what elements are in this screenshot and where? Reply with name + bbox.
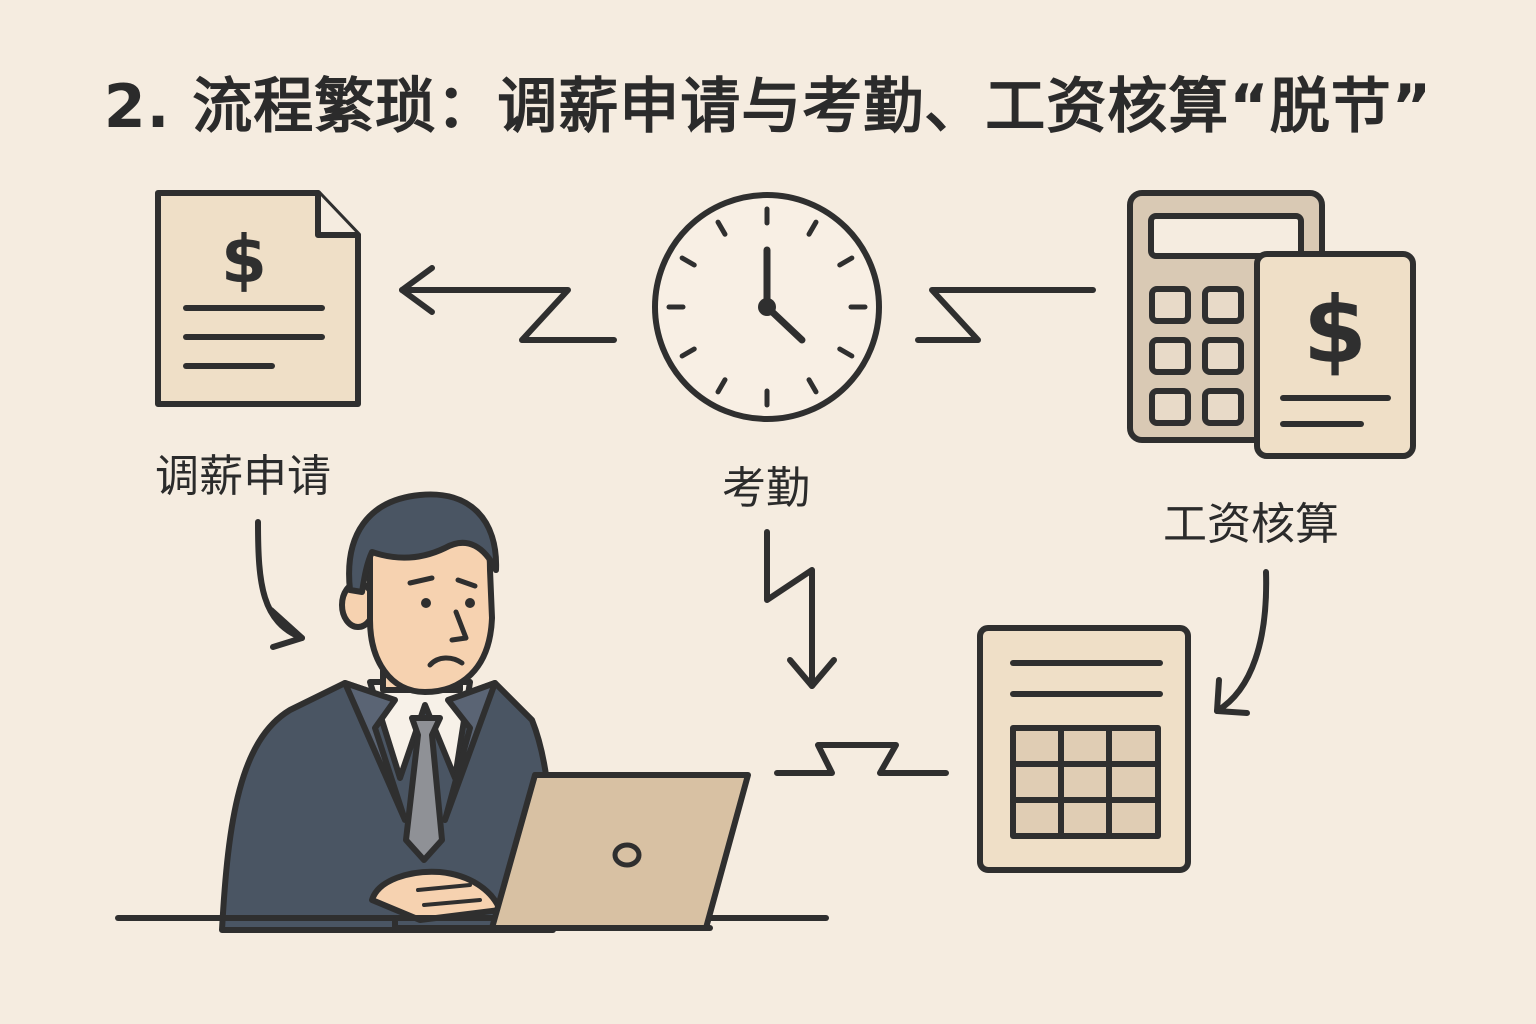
svg-text:$: $ [221,221,267,298]
clock-tick [715,377,728,395]
clock-tick [806,219,819,237]
clock-tick [806,377,819,395]
clock-tick [679,255,697,268]
page-title: 2. 流程繁琐：调薪申请与考勤、工资核算“脱节” [103,72,1433,142]
clock-tick [837,255,855,268]
arrow-payroll-to-spreadsheet [1214,569,1270,716]
label-payroll: 工资核算 [1163,499,1339,550]
clock-tick [679,346,697,359]
arrow-salary-to-employee [255,519,305,650]
calculator-payslip-icon: $ [1127,190,1416,459]
spreadsheet-icon [977,625,1191,873]
clock-tick [715,219,728,237]
svg-text:$: $ [1303,277,1367,384]
broken-arrow-attendance-to-salary [399,265,617,343]
label-salary-request: 调薪申请 [155,451,331,502]
broken-line-to-spreadsheet [774,742,949,776]
clock-tick [837,346,855,359]
broken-line-payroll-to-attendance [915,287,1096,343]
broken-arrow-attendance-down [764,529,837,689]
clock-icon [652,192,882,422]
worried-employee-laptop-icon [115,491,829,933]
label-attendance: 考勤 [722,463,810,514]
salary-document-icon: $ [155,190,361,407]
